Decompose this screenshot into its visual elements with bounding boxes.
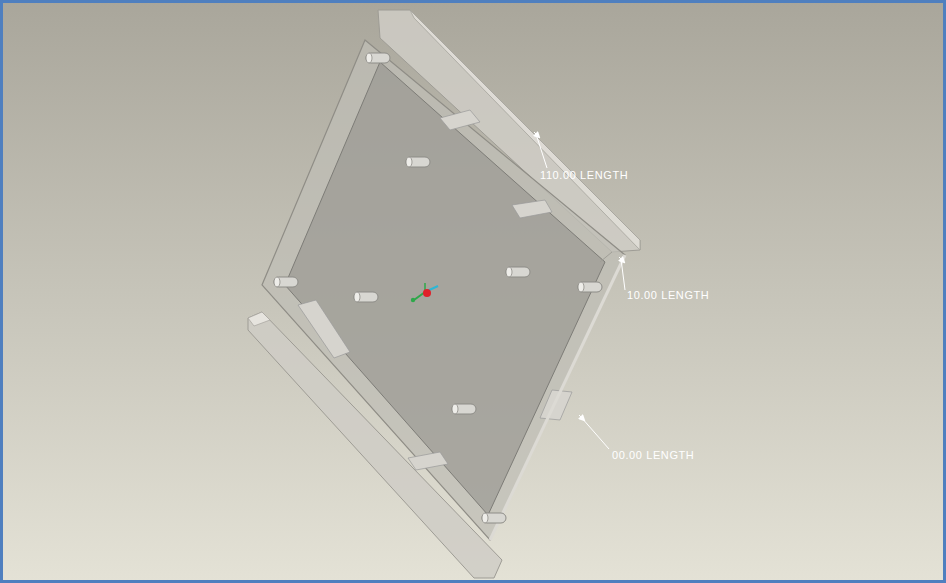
dimension-label: 10.00 LENGTH	[627, 289, 709, 302]
plate-illustration	[248, 10, 640, 578]
axis-triad	[411, 283, 438, 302]
dimension-label: 00.00 LENGTH	[612, 449, 694, 462]
dimension-label: 110.00 LENGTH	[540, 169, 628, 182]
